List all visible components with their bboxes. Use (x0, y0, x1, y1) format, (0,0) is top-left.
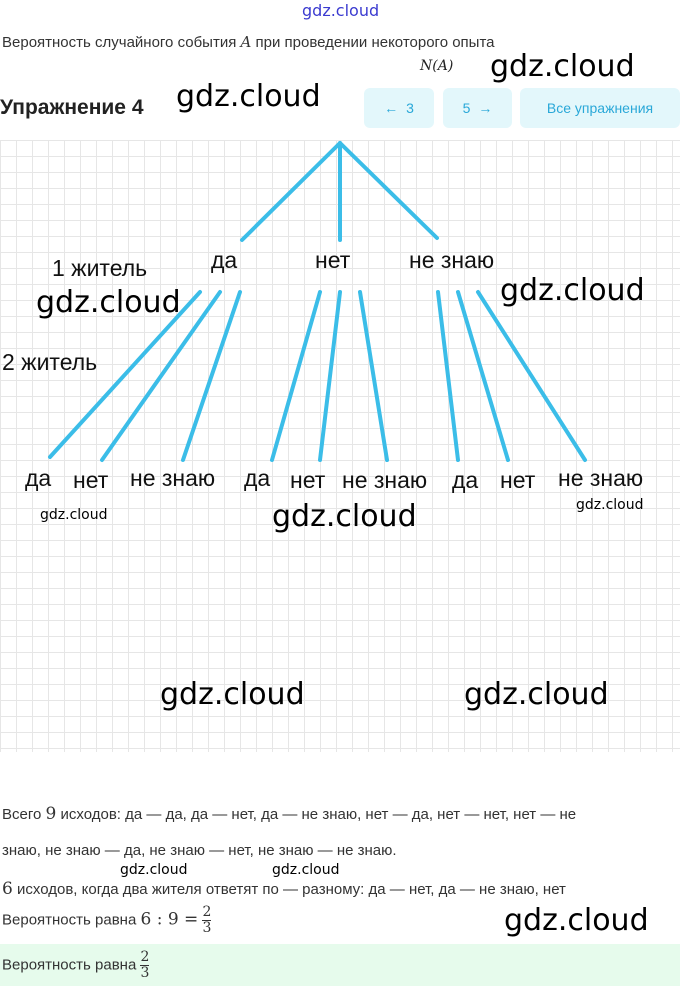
prev-exercise-button[interactable]: ←3 (364, 88, 434, 128)
watermark: gdz.cloud (120, 862, 188, 878)
watermark: gdz.cloud (490, 49, 635, 84)
leaf: не знаю (558, 465, 643, 491)
formula-fragment: N(A) (420, 58, 454, 74)
arrow-right-icon: → (478, 100, 493, 116)
leaf: нет (73, 467, 109, 493)
watermark: gdz.cloud (36, 285, 181, 320)
node-dontknow: не знаю (409, 247, 494, 273)
watermark-top: gdz.cloud (302, 1, 380, 20)
prev-label: 3 (406, 100, 414, 116)
intro-var: A (240, 33, 252, 51)
watermark: gdz.cloud (576, 497, 644, 513)
page-title: Упражнение 4 (0, 96, 144, 119)
leaf: нет (290, 467, 326, 493)
all-exercises-button[interactable]: Все упражнения (520, 88, 680, 128)
level1-label: 1 житель (52, 255, 147, 281)
watermark: gdz.cloud (40, 507, 108, 523)
leaf: не знаю (130, 465, 215, 491)
tree-diagram: 1 житель 2 житель да нет не знаю да нет … (2, 141, 643, 493)
intro-text: Вероятность случайного события A при про… (2, 33, 495, 52)
solution-line-1: Всего 9 исходов: да — да, да — нет, да —… (2, 804, 577, 824)
leaf: нет (500, 467, 536, 493)
leaf: да (25, 465, 51, 491)
arrow-left-icon: ← (384, 100, 399, 116)
watermark: gdz.cloud (500, 273, 645, 308)
watermark: gdz.cloud (272, 862, 340, 878)
watermark: gdz.cloud (160, 677, 305, 712)
all-label: Все упражнения (546, 100, 654, 116)
next-exercise-button[interactable]: 5→ (443, 88, 512, 128)
node-yes: да (211, 247, 237, 273)
node-no: нет (315, 247, 351, 273)
leaf: не знаю (342, 467, 427, 493)
tree-lines (48, 141, 587, 462)
watermark: gdz.cloud (464, 677, 609, 712)
watermark: gdz.cloud (504, 903, 649, 938)
leaf: да (244, 465, 270, 491)
leaf: да (452, 467, 478, 493)
watermark: gdz.cloud (176, 79, 321, 114)
watermark: gdz.cloud (272, 499, 417, 534)
level2-label: 2 житель (2, 349, 97, 375)
intro-before: Вероятность случайного события (2, 34, 237, 51)
solution-line-2: знаю, не знаю — да, не знаю — нет, не зн… (2, 842, 397, 859)
next-label: 5 (462, 100, 471, 116)
intro-after: при проведении некоторого опыта (255, 34, 495, 51)
solution-line-3: 6 исходов, когда два жителя ответят по —… (2, 879, 566, 899)
